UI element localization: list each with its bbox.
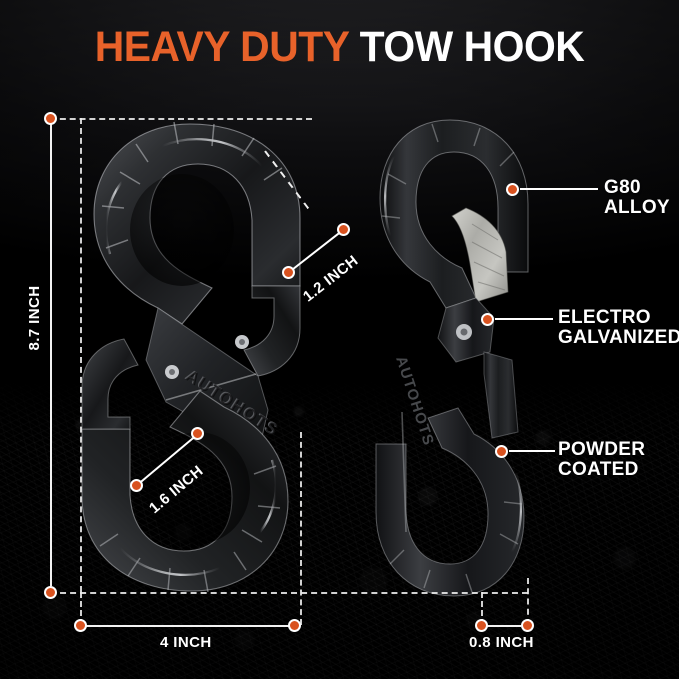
side-left-edge-highlight (401, 411, 407, 533)
title-rest: TOW HOOK (348, 23, 585, 71)
dimension-height-dot-top (44, 112, 57, 125)
dimension-width-dot-right (288, 619, 301, 632)
rivet-right-core (239, 339, 245, 345)
galvanized-surface (451, 207, 509, 303)
dimension-thickness-line (487, 625, 521, 627)
lower-edge-highlight (259, 459, 278, 533)
callout-electro-galvanized-label: ELECTRO GALVANIZED (558, 307, 679, 348)
product-image-side-view: AUTOHOTS (372, 112, 537, 604)
lower-hook-tip (81, 338, 139, 430)
title-highlight: HEAVY DUTY (94, 23, 350, 71)
dimension-thickness-label: 0.8 INCH (469, 634, 534, 651)
side-upper-highlight (383, 155, 395, 237)
product-image-front-view: AUTOHOTS AUTOHOTS (62, 110, 320, 605)
brand-emboss-side: AUTOHOTS (392, 354, 437, 448)
dimension-height-dot-bottom (44, 586, 57, 599)
s-hook-side-svg: AUTOHOTS (375, 119, 529, 597)
galvanized-texture-lines (471, 223, 506, 291)
dimension-thickness-dot-right (521, 619, 534, 632)
dimension-throat-top-dot-b (337, 223, 350, 236)
rivet-left-core (169, 369, 175, 375)
dimension-width-label: 4 INCH (160, 634, 212, 651)
guide-thickness-right-tick (527, 578, 529, 625)
guide-thickness-left-tick (481, 592, 483, 625)
callout-g80-alloy-line (520, 188, 598, 190)
dimension-height-line (50, 124, 52, 586)
dimension-height-label: 8.7 INCH (26, 285, 43, 351)
page-title: HEAVY DUTY TOW HOOK (17, 26, 662, 69)
dimension-width-line (86, 625, 294, 627)
s-hook-front-svg: AUTOHOTS AUTOHOTS (81, 121, 301, 593)
callout-g80-alloy-dot (506, 183, 519, 196)
callout-electro-galvanized-line (495, 318, 553, 320)
side-lower-highlight (511, 471, 523, 553)
guide-left-vertical-dashed (80, 118, 82, 592)
dimension-width-dot-left (74, 619, 87, 632)
guide-front-right-vertical-dashed (300, 432, 302, 625)
callout-powder-coated-line (509, 450, 555, 452)
upper-edge-highlight (104, 181, 123, 255)
upper-hook-tip (243, 285, 301, 377)
guide-top-dashed (50, 118, 312, 120)
callout-electro-galvanized-dot (481, 313, 494, 326)
callout-powder-coated-label: POWDER COATED (558, 439, 646, 480)
dimension-thickness-dot-left (475, 619, 488, 632)
guide-bottom-dashed (50, 592, 528, 594)
guide-width-left-tick (80, 592, 82, 625)
side-lower-body (375, 407, 525, 597)
callout-powder-coated-dot (495, 445, 508, 458)
callout-g80-alloy-label: G80 ALLOY (604, 177, 670, 218)
upper-top-highlight (161, 138, 263, 167)
lower-bottom-highlight (119, 547, 221, 576)
dimension-throat-top-dot-a (282, 266, 295, 279)
side-upper-body (379, 119, 529, 309)
upper-cavity-shadow (130, 174, 234, 286)
dimension-throat-bottom-dot-a (130, 479, 143, 492)
lower-rib-notches (99, 465, 281, 593)
dimension-throat-bottom-dot-b (191, 427, 204, 440)
bridge-highlight (165, 373, 257, 401)
side-rivet-core (460, 328, 468, 336)
side-latch-arm (483, 351, 519, 439)
side-rib-notches (381, 123, 523, 593)
lower-cavity-shadow (146, 432, 250, 544)
